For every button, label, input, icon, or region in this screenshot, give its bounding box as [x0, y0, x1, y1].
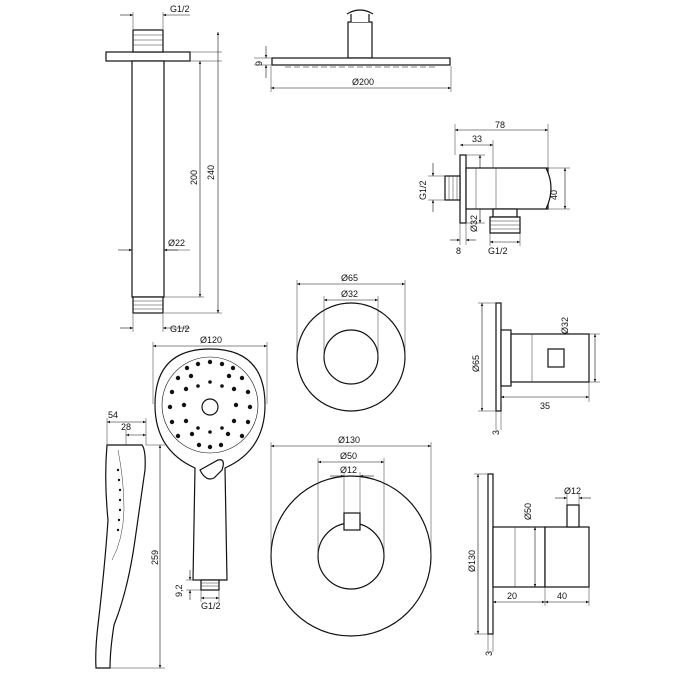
ceiling-arm-tube	[131, 60, 165, 298]
big-plate-side	[487, 473, 494, 635]
big-side-depth-a-label: 20	[507, 591, 517, 601]
hand-diameter-label: Ø120	[200, 335, 222, 345]
elbow-body	[465, 167, 549, 210]
small-rosette-side: Ø65 Ø32 35 3	[471, 302, 600, 435]
small-rosette-inner-label: Ø32	[341, 289, 358, 299]
elbow-offset-label: 33	[472, 134, 482, 144]
small-plate-side	[495, 302, 502, 412]
hand-thread-label: G1/2	[201, 601, 221, 611]
big-side-depth-b-label: 40	[557, 591, 567, 601]
ceiling-flange	[105, 51, 191, 62]
arm-thread-top-label: G1/2	[170, 4, 190, 14]
elbow-bottom-nut	[492, 208, 518, 218]
elbow-side-thread	[444, 175, 461, 201]
big-rosette-mid	[317, 522, 385, 590]
hand-side-length-label: 259	[150, 550, 160, 565]
big-rosette-outer-label: Ø130	[338, 435, 360, 445]
rain-head-connector	[347, 21, 373, 59]
small-side-depth-label: 35	[540, 401, 550, 411]
elbow-width-label: 78	[495, 120, 505, 130]
small-rosette-front: Ø65 Ø32	[296, 273, 406, 412]
small-body-slot	[547, 348, 565, 368]
big-body	[544, 526, 590, 588]
rain-head-diameter-label: Ø200	[352, 77, 374, 87]
small-rosette-inner	[323, 329, 379, 385]
hand-side-width-label: 54	[108, 410, 118, 420]
small-side-plate-label: 3	[491, 430, 501, 435]
nozzle-pattern	[167, 359, 253, 450]
big-rosette-spindle	[343, 512, 361, 531]
big-rosette-side: Ø130 Ø50 Ø12 20 40 3	[467, 473, 591, 656]
elbow-bottom-thread-label: G1/2	[488, 246, 508, 256]
big-collar	[492, 526, 546, 588]
hand-thread-length-label: 9,2	[174, 584, 184, 597]
hand-shower-front: Ø120 G1/2 9,2	[152, 335, 268, 611]
elbow-end-cap	[545, 167, 552, 210]
arm-length-total-label: 240	[206, 165, 216, 180]
big-rosette-spindle-label: Ø12	[340, 465, 357, 475]
rain-head-plate	[271, 57, 451, 66]
small-side-body-label: Ø32	[560, 317, 570, 334]
hand-thread	[200, 579, 220, 591]
elbow-height-label: 40	[549, 190, 559, 200]
big-rosette-mid-label: Ø50	[340, 451, 357, 461]
big-spindle	[566, 504, 580, 528]
hand-shower-button	[199, 459, 224, 480]
hand-side-body	[95, 444, 146, 669]
hand-shower-side: 54 28 259	[95, 410, 165, 669]
wall-elbow-drawing: 78 33 40 G1/2 Ø32 8 G1/2	[418, 120, 570, 256]
arm-length-inner-label: 200	[189, 170, 199, 185]
rain-head-height-label: 9	[254, 61, 264, 66]
big-side-plate-label: 3	[484, 651, 494, 656]
small-collar	[500, 329, 512, 387]
ceiling-arm-top-thread	[132, 29, 164, 53]
big-side-height-label: Ø130	[467, 550, 477, 572]
hand-shower-center	[201, 398, 219, 416]
small-rosette-outer-label: Ø65	[341, 273, 358, 283]
big-side-spindle-label: Ø12	[564, 486, 581, 496]
small-side-height-label: Ø65	[471, 355, 481, 372]
elbow-flange-depth-label: 8	[456, 246, 461, 256]
ceiling-arm-drawing: G1/2 G1/2 Ø22 200 240	[105, 4, 222, 334]
big-rosette-front: Ø130 Ø50 Ø12	[270, 435, 432, 637]
big-side-body-label: Ø50	[523, 503, 533, 520]
arm-diameter-label: Ø22	[168, 238, 185, 248]
elbow-side-thread-label: G1/2	[418, 180, 428, 200]
hand-side-grip-label: 28	[121, 422, 131, 432]
rain-head-drawing: Ø200 9	[254, 9, 452, 92]
arm-thread-bottom-label: G1/2	[170, 324, 190, 334]
elbow-wall-plate	[459, 154, 467, 224]
elbow-flange-dia-label: Ø32	[469, 215, 479, 232]
